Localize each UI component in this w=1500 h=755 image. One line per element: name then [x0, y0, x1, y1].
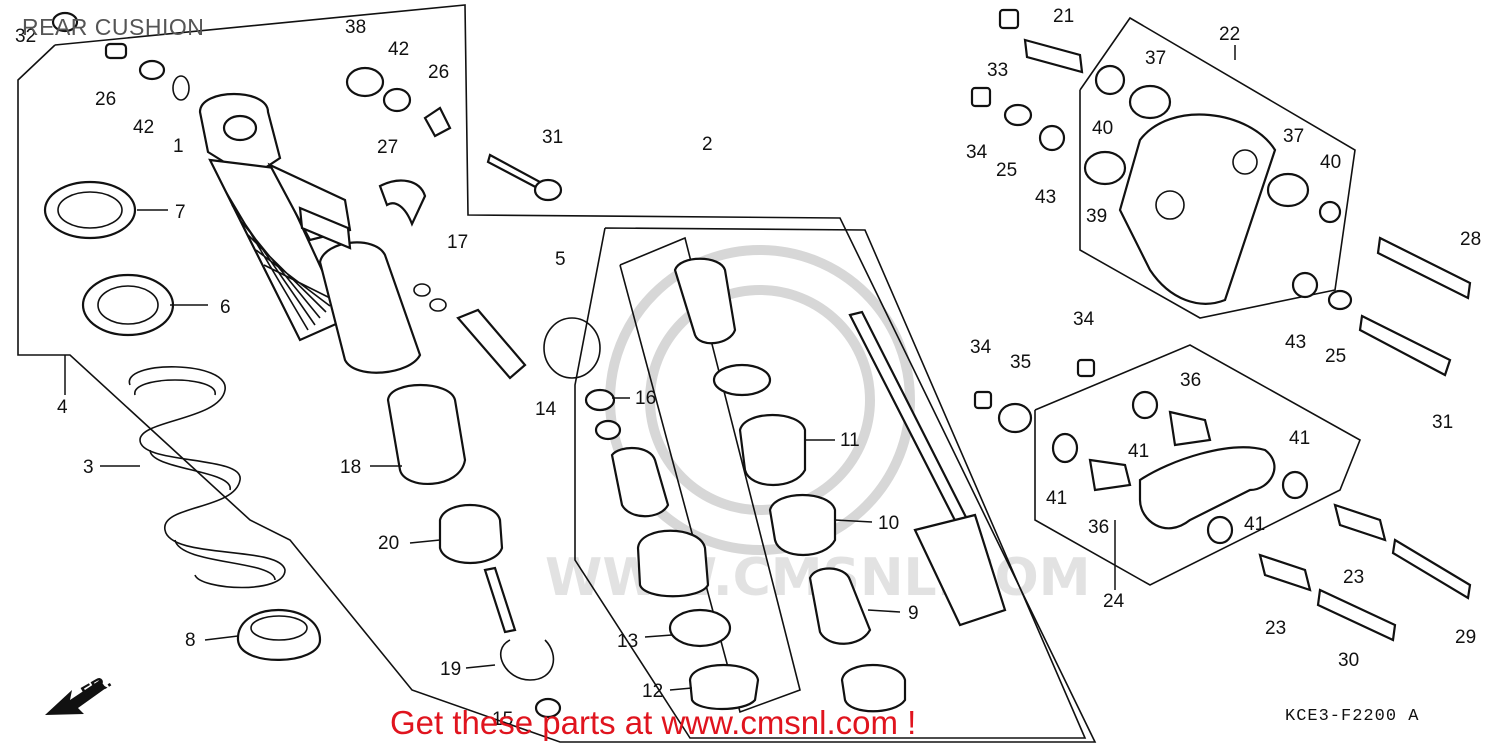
callout-25: 25 [1325, 346, 1346, 367]
callout-28: 28 [1460, 229, 1481, 250]
callout-27: 27 [377, 137, 398, 158]
callout-40: 40 [1320, 152, 1341, 173]
callout-25: 25 [996, 160, 1017, 181]
callout-42: 42 [133, 117, 154, 138]
callout-29: 29 [1455, 627, 1476, 648]
callout-21: 21 [1053, 6, 1074, 27]
diagram-code: KCE3-F2200 A [1285, 707, 1420, 726]
callout-38: 38 [345, 17, 366, 38]
callout-8: 8 [185, 630, 196, 651]
callout-32: 32 [15, 26, 36, 47]
callout-23: 23 [1343, 567, 1364, 588]
callout-41: 41 [1046, 488, 1067, 509]
callout-43: 43 [1285, 332, 1306, 353]
callout-39: 39 [1086, 206, 1107, 227]
footer-link-text[interactable]: Get these parts at www.cmsnl.com ! [390, 704, 917, 741]
callout-10: 10 [878, 513, 899, 534]
callout-19: 19 [440, 659, 461, 680]
callout-5: 5 [555, 249, 566, 270]
callout-14: 14 [535, 399, 557, 420]
callout-31: 31 [542, 127, 563, 148]
callout-37: 37 [1145, 48, 1166, 69]
callout-12: 12 [642, 681, 663, 702]
hardware-parts [51, 11, 601, 719]
callout-40: 40 [1092, 118, 1113, 139]
callout-3: 3 [83, 457, 94, 478]
callout-37: 37 [1283, 126, 1304, 147]
callout-26: 26 [95, 89, 116, 110]
callout-16: 16 [635, 388, 656, 409]
callout-15: 15 [492, 709, 513, 730]
callout-2: 2 [702, 134, 713, 155]
callout-22: 22 [1219, 24, 1240, 45]
callout-23: 23 [1265, 618, 1286, 639]
callout-20: 20 [378, 533, 399, 554]
callout-35: 35 [1010, 352, 1031, 373]
leader-lines [64, 45, 1236, 691]
callout-31: 31 [1432, 412, 1453, 433]
callout-17: 17 [447, 232, 468, 253]
linkage-parts [970, 8, 1472, 642]
callout-7: 7 [175, 202, 186, 223]
shock-absorber-assembly [198, 93, 422, 374]
callout-33: 33 [987, 60, 1008, 81]
front-direction-arrow: FR. [45, 671, 115, 715]
callout-1: 1 [173, 136, 184, 157]
callout-41: 41 [1289, 428, 1310, 449]
callout-36: 36 [1088, 517, 1109, 538]
spring-parts [43, 180, 322, 661]
callout-18: 18 [340, 457, 361, 478]
callout-34: 34 [1073, 309, 1095, 330]
callout-30: 30 [1338, 650, 1359, 671]
callout-9: 9 [908, 603, 919, 624]
callout-4: 4 [57, 397, 68, 418]
callout-43: 43 [1035, 187, 1056, 208]
callout-34: 34 [966, 142, 988, 163]
callout-6: 6 [220, 297, 231, 318]
callout-36: 36 [1180, 370, 1201, 391]
callout-26: 26 [428, 62, 449, 83]
callout-13: 13 [617, 631, 638, 652]
callout-34: 34 [970, 337, 992, 358]
diagram-title: REAR CUSHION [22, 14, 205, 40]
damper-cartridge-parts [584, 257, 1007, 713]
callout-41: 41 [1128, 441, 1149, 462]
callout-41: 41 [1244, 514, 1265, 535]
callout-24: 24 [1103, 591, 1125, 612]
callout-42: 42 [388, 39, 409, 60]
callout-11: 11 [840, 430, 860, 451]
